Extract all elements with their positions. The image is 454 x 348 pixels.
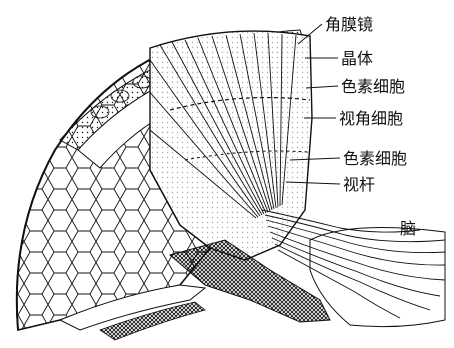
label-brain: 脑 (400, 219, 416, 238)
label-retinula-cells: 视角细胞 (339, 109, 403, 128)
label-pigment-cells-lower: 色素细胞 (343, 149, 407, 168)
label-pigment-cells-upper: 色素细胞 (341, 77, 405, 96)
label-rhabdom: 视杆 (343, 175, 375, 194)
label-crystalline-cone: 晶体 (341, 49, 373, 68)
label-cornea: 角膜镜 (325, 15, 373, 34)
brain-outline (310, 228, 445, 327)
